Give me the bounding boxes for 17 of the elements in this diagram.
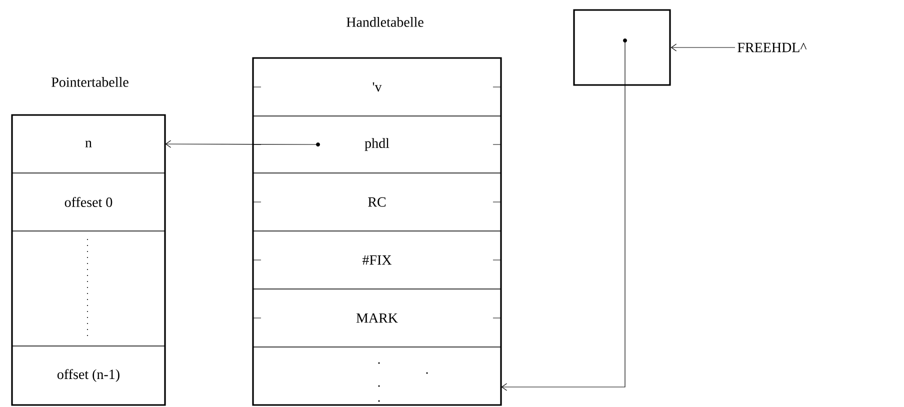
table-cell xyxy=(252,346,502,406)
table-cell: phdl xyxy=(252,116,502,174)
arrow xyxy=(501,40,626,391)
node-label: Handletabelle xyxy=(346,17,424,27)
table-cell: offeset 0 xyxy=(12,172,166,232)
arrow xyxy=(165,140,318,148)
table-cell: MARK xyxy=(252,288,502,348)
node-label: Pointertabelle xyxy=(52,77,128,87)
table-cell: offset (n-1) xyxy=(12,346,166,406)
table-cell xyxy=(12,230,166,346)
table-cell: n xyxy=(12,114,166,174)
table-cell: #FIX xyxy=(252,230,502,290)
pointer-label: FREEHDL^ xyxy=(738,42,807,52)
table-cell: 'v xyxy=(252,58,502,116)
table-cell: RC xyxy=(252,172,502,232)
memory-box xyxy=(573,9,671,86)
arrow xyxy=(670,44,736,52)
